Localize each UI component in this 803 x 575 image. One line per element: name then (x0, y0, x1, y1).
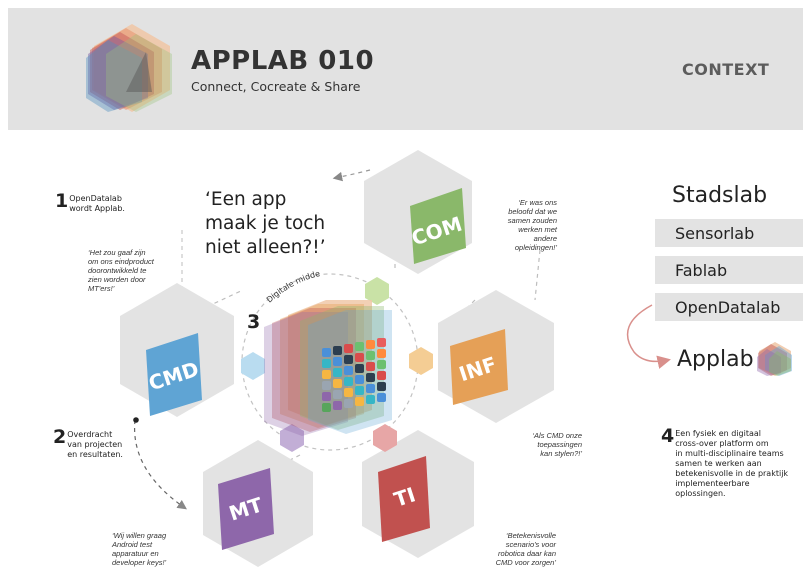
app-tile-icon (366, 362, 375, 371)
small-hexes (241, 277, 433, 452)
app-tile-icon (355, 342, 364, 351)
small-hex-bottom-left (280, 424, 304, 452)
hex-com: COM (364, 150, 472, 274)
app-tile-icon (377, 382, 386, 391)
step-1-text: OpenDatalab wordt Applab. (69, 194, 125, 213)
lab-label-opendatalab: OpenDatalab (675, 298, 781, 317)
hex-mt: MT (203, 440, 313, 567)
app-tile-icon (366, 384, 375, 393)
app-tile-icon (355, 375, 364, 384)
app-tile-icon (333, 368, 342, 377)
app-tile-icon (366, 351, 375, 360)
quote-mt: ‘Wij willen graag Android test apparatuu… (112, 531, 167, 567)
app-tile-icon (355, 364, 364, 373)
step-1-number: 1 (55, 190, 69, 212)
hex-cmd: CMD (120, 283, 234, 417)
app-title: APPLAB 010 (191, 46, 375, 76)
step-2-number: 2 (53, 426, 67, 448)
applab-logo-icon (86, 24, 172, 112)
app-tile-icon (366, 373, 375, 382)
headline-quote: ‘Een app maak je toch niet alleen?!’ (205, 189, 326, 258)
app-tile-icon (322, 381, 331, 390)
app-tile-icon (344, 388, 353, 397)
step-4-number: 4 (661, 425, 675, 447)
app-tile-icon (377, 360, 386, 369)
lab-bar-fablab: Fablab (655, 256, 803, 284)
hex-ti: TI (362, 430, 474, 558)
app-tile-icon (344, 355, 353, 364)
step-4: 4 Een fysiek en digitaal cross-over plat… (661, 427, 788, 499)
app-tile-icon (377, 338, 386, 347)
quote-com: ‘Er was ons beloofd dat we samen zouden … (507, 198, 557, 252)
small-hex-bottom-right (373, 424, 397, 452)
app-tile-icon (333, 346, 342, 355)
section-title: CONTEXT (682, 60, 770, 79)
lab-bar-opendatalab: OpenDatalab (655, 293, 803, 321)
step-3-number: 3 (247, 311, 261, 333)
hex-inf: INF (438, 290, 554, 423)
app-tile-icon (377, 349, 386, 358)
step-2-text: Overdracht van projecten en resultaten. (67, 430, 123, 459)
app-tile-icon (333, 357, 342, 366)
center-cube (264, 300, 392, 436)
lab-bar-sensorlab: Sensorlab (655, 219, 803, 247)
small-hex-left (241, 352, 265, 380)
quote-inf: ‘Als CMD onze toepassingen kan stylen?!’ (532, 431, 582, 458)
app-tile-icon (322, 348, 331, 357)
step-2: 2 Overdracht van projecten en resultaten… (53, 428, 123, 460)
lab-label-fablab: Fablab (675, 261, 728, 280)
app-tile-icon (355, 353, 364, 362)
app-tile-icon (366, 395, 375, 404)
small-hex-right (409, 347, 433, 375)
app-subtitle: Connect, Cocreate & Share (191, 79, 361, 94)
hex-com-label-box (410, 188, 466, 264)
stadslab-title: Stadslab (672, 183, 768, 208)
small-hex-top (365, 277, 389, 305)
app-tile-icon (344, 366, 353, 375)
app-tile-icon (333, 390, 342, 399)
app-icons-grid (322, 338, 386, 412)
app-tile-icon (377, 371, 386, 380)
header-banner: APPLAB 010 Connect, Cocreate & Share CON… (8, 8, 803, 130)
lab-label-sensorlab: Sensorlab (675, 224, 755, 243)
app-tile-icon (333, 401, 342, 410)
app-tile-icon (344, 344, 353, 353)
app-tile-icon (377, 393, 386, 402)
applab-mini-logo-icon (757, 342, 792, 376)
quote-ti: ‘Betekenisvolle scenario's voor robotica… (495, 531, 556, 567)
app-tile-icon (322, 370, 331, 379)
app-tile-icon (355, 386, 364, 395)
app-tile-icon (322, 359, 331, 368)
quote-cmd: ‘Het zou gaaf zijn om ons eindproduct do… (88, 248, 154, 293)
step-4-text: Een fysiek en digitaal cross-over platfo… (675, 429, 789, 498)
app-tile-icon (322, 403, 331, 412)
app-tile-icon (322, 392, 331, 401)
app-tile-icon (333, 379, 342, 388)
step-1: 1 OpenDatalab wordt Applab. (55, 192, 125, 214)
app-tile-icon (344, 377, 353, 386)
app-tile-icon (366, 340, 375, 349)
app-tile-icon (355, 397, 364, 406)
step-3: 3 (247, 311, 261, 333)
app-tile-icon (344, 399, 353, 408)
step2-dot (133, 417, 139, 423)
applab-label: Applab (677, 347, 754, 372)
